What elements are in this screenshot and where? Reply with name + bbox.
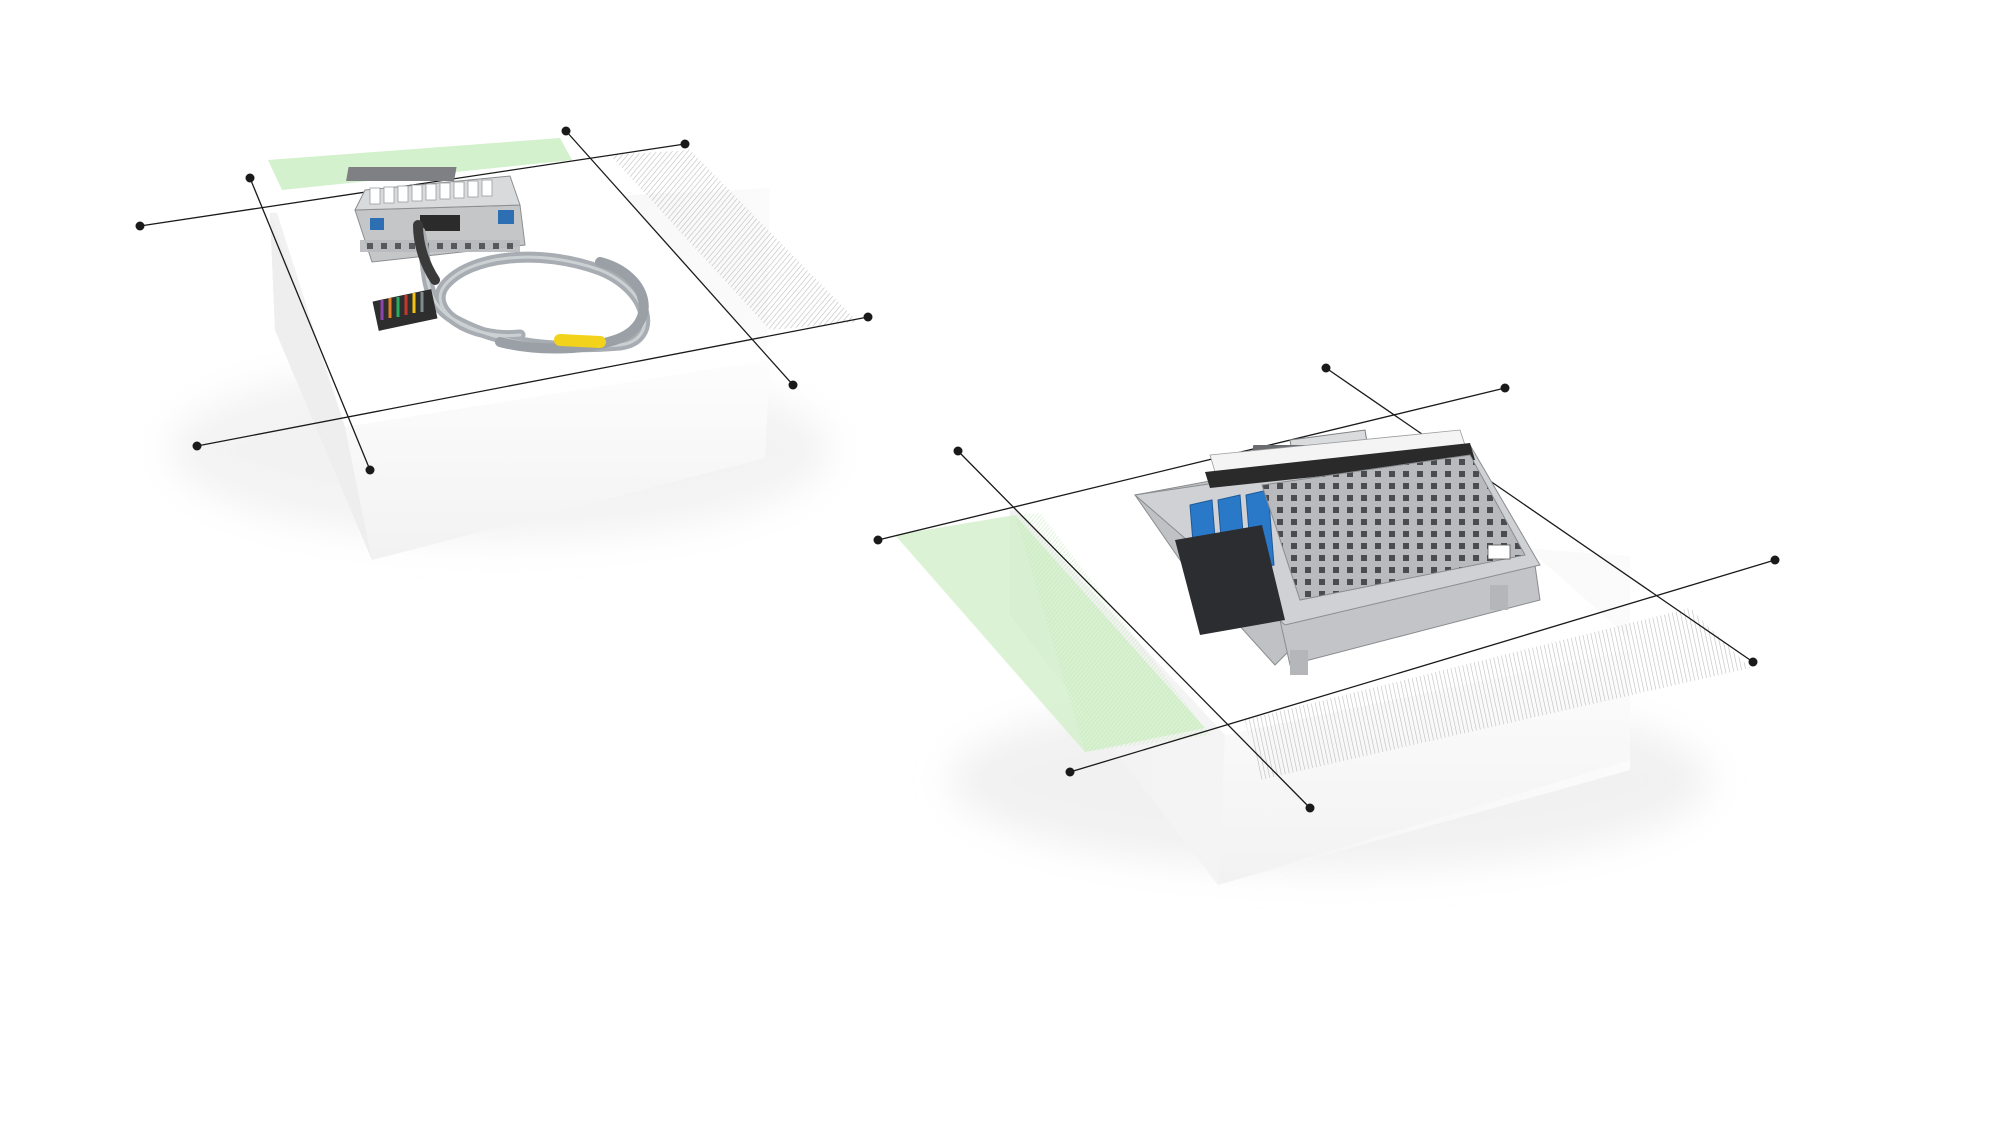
guide-lines-right (877, 367, 1776, 809)
wire-connector-icon (372, 289, 438, 331)
guide-dots-right (873, 363, 1780, 813)
terminal-module-with-round-cable-icon (346, 167, 651, 354)
platform-left-left-face (270, 213, 372, 560)
platform-left-green-stripe (268, 138, 572, 190)
platform-left-hatch-strip (610, 150, 858, 330)
relay-interface-module-icon (1133, 429, 1541, 675)
platform-right-green-hatch (1015, 513, 1210, 752)
platform-left-front-face (345, 360, 770, 560)
platform-left (170, 138, 858, 560)
guide-dots-left (135, 126, 873, 475)
platform-right-hatch-strip (1245, 608, 1750, 780)
